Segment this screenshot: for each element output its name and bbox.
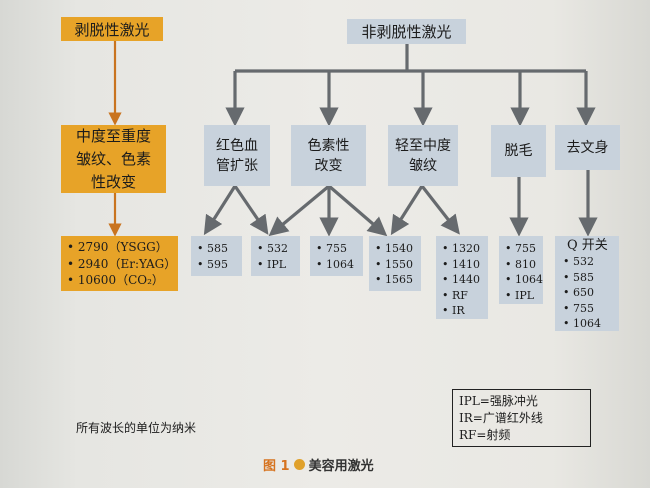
category-tattoo: 去文身 bbox=[555, 125, 620, 170]
caption-dot-icon bbox=[293, 459, 305, 470]
ablative-wavelength-item: • 2790（YSGG） bbox=[67, 240, 168, 254]
ablative-wavelength-box: • 2790（YSGG） • 2940（Er:YAG） • 10600（CO₂） bbox=[61, 236, 178, 291]
ablative-wavelength-item: • 10600（CO₂） bbox=[67, 273, 164, 287]
ablative-title-box: 剥脱性激光 bbox=[61, 17, 163, 41]
legend-item: RF=射频 bbox=[459, 428, 511, 442]
arrow-pigment-g2 bbox=[268, 184, 331, 237]
figure-caption: 图 1 美容用激光 bbox=[263, 455, 374, 474]
legend-item: IR=广谱红外线 bbox=[459, 411, 543, 425]
abbreviation-legend: IPL=强脉冲光 IR=广谱红外线 RF=射频 bbox=[452, 389, 591, 447]
wavelength-group-g4: 1540 1550 1565 bbox=[369, 236, 421, 291]
arrow-wrinkle-g5 bbox=[420, 185, 460, 235]
arrow-pigment-g4 bbox=[327, 184, 388, 237]
category-wrinkle: 轻至中度皱纹 bbox=[388, 125, 458, 186]
non-ablative-title: 非剥脱性激光 bbox=[361, 23, 452, 41]
q-switch-title: Q 开关 bbox=[567, 238, 608, 253]
arrow-vascular-g1 bbox=[203, 185, 237, 236]
wavelength-group-g2: 532 IPL bbox=[251, 236, 300, 276]
arrow-wrinkle-g4 bbox=[390, 185, 424, 236]
category-hair: 脱毛 bbox=[491, 125, 546, 177]
ablative-wavelength-item: • 2940（Er:YAG） bbox=[67, 256, 177, 271]
wavelength-group-g1: 585 595 bbox=[191, 236, 242, 276]
legend-item: IPL=强脉冲光 bbox=[459, 394, 538, 408]
figure-title: 美容用激光 bbox=[308, 459, 374, 474]
ablative-indication: 中度至重度皱纹、色素性改变 bbox=[75, 126, 151, 191]
wavelength-group-g7: Q 开关 532 585 650 755 1064 bbox=[555, 236, 619, 331]
ablative-indication-box: 中度至重度皱纹、色素性改变 bbox=[61, 125, 166, 193]
arrow-vascular-g2 bbox=[233, 185, 269, 235]
wavelength-group-g6: 755 810 1064 IPL bbox=[499, 236, 543, 304]
wavelength-group-g5: 1320 1410 1440 RF IR bbox=[436, 236, 488, 319]
category-vascular: 红色血管扩张 bbox=[204, 125, 270, 186]
category-pigment: 色素性改变 bbox=[291, 125, 366, 186]
figure-number: 图 1 bbox=[263, 459, 290, 474]
non-ablative-title-box: 非剥脱性激光 bbox=[347, 19, 466, 44]
unit-note: 所有波长的单位为纳米 bbox=[76, 421, 197, 435]
wavelength-group-g3: 755 1064 bbox=[310, 236, 363, 276]
ablative-title: 剥脱性激光 bbox=[74, 20, 150, 39]
